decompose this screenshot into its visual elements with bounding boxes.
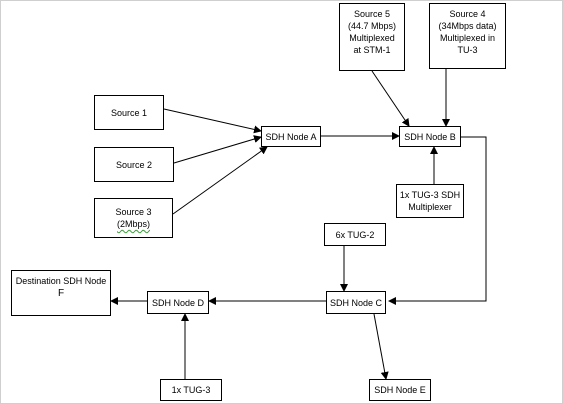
arrow-node-b-to-node-c xyxy=(388,136,487,305)
source-4-label: Source 4 xyxy=(449,9,486,19)
arrow-source3-to-node-a xyxy=(172,146,268,215)
source-1-box: Source 1 xyxy=(94,95,164,130)
sdh-node-b-label: SDH Node B xyxy=(404,131,456,142)
source-4-rate: (34Mbps data) xyxy=(438,21,497,31)
source-4-box: Source 4 (34Mbps data) Multiplexed in TU… xyxy=(429,3,506,69)
destination-node-box: Destination SDH Node F xyxy=(11,270,111,316)
arrow-node-c-to-node-e xyxy=(373,313,389,380)
sdh-node-c-box: SDH Node C xyxy=(326,291,386,314)
sdh-node-b-box: SDH Node B xyxy=(399,126,461,147)
source-3-label: Source 3 xyxy=(115,207,152,217)
tug2-label: 6x TUG-2 xyxy=(335,229,375,240)
sdh-node-d-label: SDH Node D xyxy=(151,297,205,308)
source-2-label: Source 2 xyxy=(115,159,153,170)
source-5-stm: at STM-1 xyxy=(353,45,391,55)
arrow-source2-to-node-a xyxy=(173,135,262,164)
arrow-source5-to-node-b xyxy=(371,70,410,127)
tug3-label: 1x TUG-3 xyxy=(171,385,211,395)
source-4-multiplexed: Multiplexed in xyxy=(439,33,496,43)
source-5-box: Source 5 (44.7 Mbps) Multiplexed at STM-… xyxy=(339,3,405,71)
tug3-box: 1x TUG-3 xyxy=(160,379,222,401)
sdh-node-d-box: SDH Node D xyxy=(147,291,209,314)
sdh-node-c-label: SDH Node C xyxy=(329,297,383,308)
source-5-rate: (44.7 Mbps) xyxy=(347,21,397,31)
tug3-multiplexer-label-2: Multiplexer xyxy=(408,202,452,212)
sdh-node-a-box: SDH Node A xyxy=(261,126,321,147)
source-5-multiplexed: Multiplexed xyxy=(349,33,395,43)
sdh-node-e-label: SDH Node E xyxy=(374,385,426,395)
source-5-label: Source 5 xyxy=(353,9,391,19)
source-1-label: Source 1 xyxy=(110,107,148,118)
source-2-box: Source 2 xyxy=(94,147,174,182)
tug3-multiplexer-label: 1x TUG-3 SDH xyxy=(399,190,461,200)
source-3-rate: (2Mbps) xyxy=(116,219,150,229)
destination-label: Destination SDH Node xyxy=(15,276,107,286)
tug3-multiplexer-box: 1x TUG-3 SDH Multiplexer xyxy=(396,184,464,218)
sdh-node-a-label: SDH Node A xyxy=(265,131,317,142)
tug2-box: 6x TUG-2 xyxy=(324,223,386,246)
source-4-tu: TU-3 xyxy=(457,45,478,55)
source-3-box: Source 3 (2Mbps) xyxy=(94,198,173,238)
arrow-source1-to-node-a xyxy=(163,108,262,134)
destination-node-f: F xyxy=(57,288,65,299)
sdh-node-e-box: SDH Node E xyxy=(369,379,431,401)
